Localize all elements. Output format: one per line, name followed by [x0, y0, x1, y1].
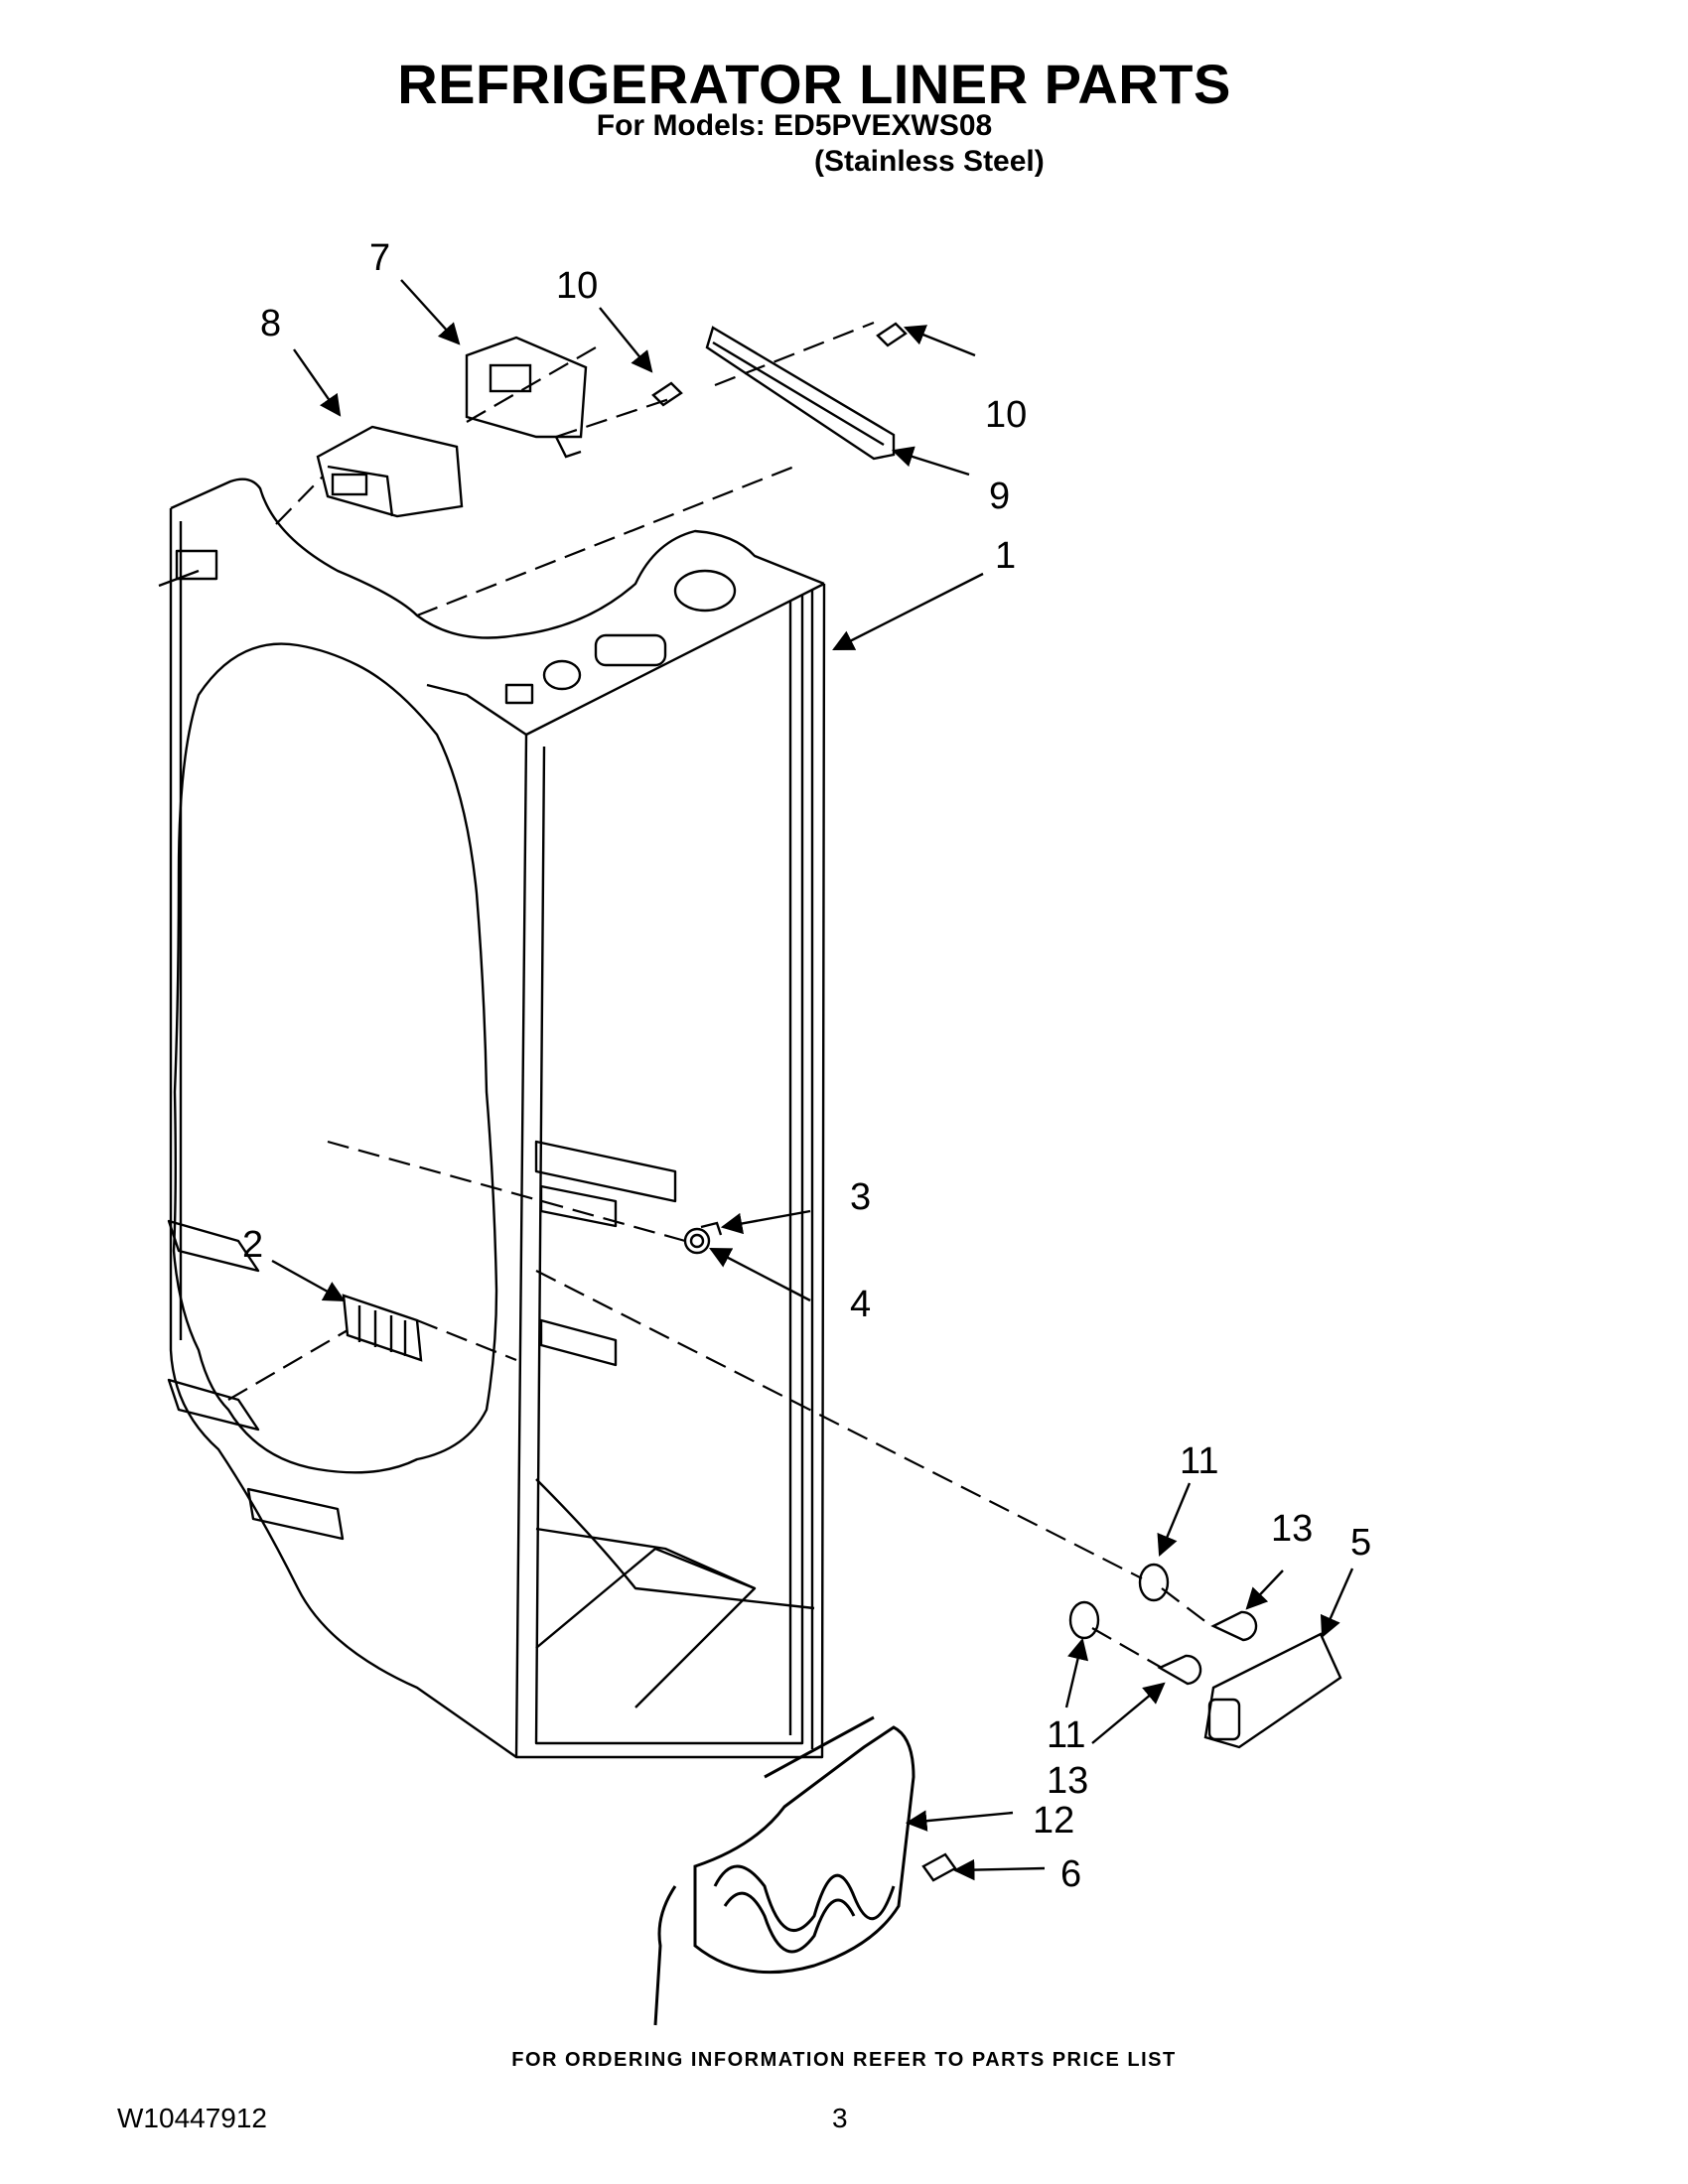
callout-10-right: 10: [985, 394, 1027, 436]
callout-5: 5: [1350, 1522, 1371, 1564]
callout-2: 2: [242, 1224, 263, 1266]
vent-part-2: [342, 1294, 423, 1362]
callout-11-bottom: 11: [1047, 1714, 1085, 1756]
alignment-lines: [227, 321, 1212, 1669]
screw-part-10: [651, 322, 908, 407]
trim-part-9: [705, 326, 896, 461]
callout-10-top: 10: [556, 265, 598, 307]
cap-part-11: [1068, 1563, 1170, 1640]
document-id: W10447912: [117, 2103, 268, 2133]
plug-part-13: [1157, 1610, 1258, 1686]
drain-part-5: [1203, 1632, 1342, 1749]
ordering-note: FOR ORDERING INFORMATION REFER TO PARTS …: [511, 2049, 1177, 2071]
heater-part-12: [653, 1715, 915, 2026]
callout-12: 12: [1033, 1800, 1074, 1842]
finish-label: (Stainless Steel): [814, 145, 1045, 178]
callout-7: 7: [369, 237, 390, 279]
control-box-part-8: [316, 425, 464, 518]
callout-8: 8: [260, 303, 281, 344]
callout-1: 1: [995, 535, 1016, 577]
leader-arrows: [271, 279, 1354, 1881]
callout-9: 9: [989, 476, 1010, 517]
grommet-part-3-4: [683, 1221, 723, 1255]
page-number: 3: [832, 2103, 848, 2133]
callout-13-top: 13: [1271, 1508, 1313, 1550]
callout-11-top: 11: [1180, 1440, 1218, 1482]
bracket-part-7: [465, 336, 588, 459]
callout-3: 3: [850, 1176, 871, 1218]
liner-part-1: [158, 478, 826, 1759]
callout-4: 4: [850, 1284, 871, 1325]
screw-part-6: [921, 1852, 957, 1882]
callout-13-bottom: 13: [1047, 1760, 1088, 1802]
models-line: For Models: ED5PVEXWS08: [596, 109, 993, 142]
callout-6: 6: [1060, 1853, 1081, 1895]
page-title: REFRIGERATOR LINER PARTS: [397, 53, 1231, 115]
